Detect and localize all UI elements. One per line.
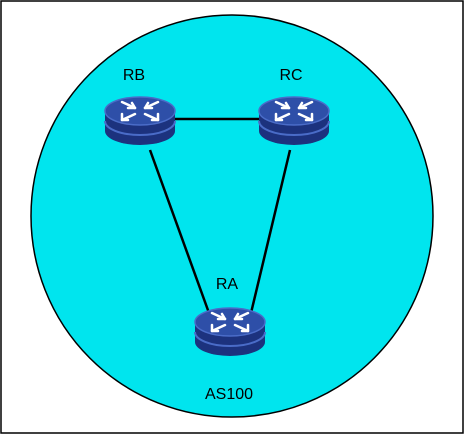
router-icon bbox=[257, 95, 331, 147]
link-rc-ra bbox=[249, 149, 292, 314]
router-icon bbox=[193, 306, 267, 358]
area-label: AS100 bbox=[205, 386, 253, 403]
router-rc[interactable] bbox=[257, 95, 331, 147]
router-ra[interactable] bbox=[193, 306, 267, 358]
as-area-circle bbox=[30, 14, 434, 418]
router-label-rb: RB bbox=[123, 67, 145, 84]
router-label-ra: RA bbox=[216, 276, 239, 293]
router-label-rc: RC bbox=[279, 67, 302, 84]
router-rb[interactable] bbox=[103, 95, 177, 147]
link-rb-ra bbox=[148, 149, 211, 314]
router-icon bbox=[103, 95, 177, 147]
